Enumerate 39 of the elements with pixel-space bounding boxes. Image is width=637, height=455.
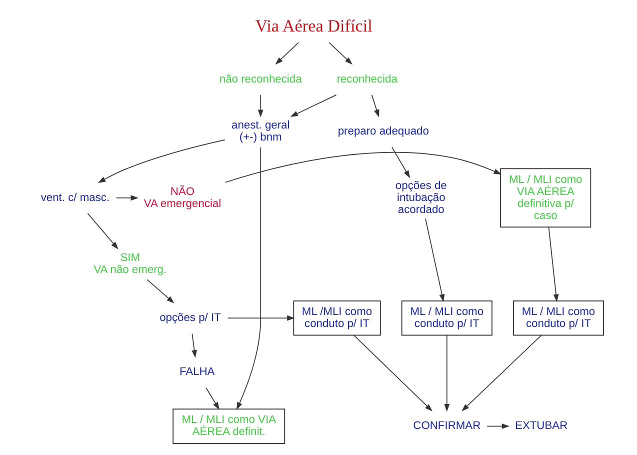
node-box: ML / MLI como conduto p/ IT [512,300,604,336]
arrow [353,334,432,412]
arrow [328,42,352,65]
node-text: Via Aérea Difícil [254,16,372,36]
arrow [274,42,298,65]
arrow [236,147,261,410]
node-text: SIM VA não emerg. [93,252,166,276]
node-box: ML /MLI como conduto p/ IT [292,300,380,336]
arrow [205,387,219,410]
arrow [191,333,197,358]
arrow [444,334,450,412]
node-text: não reconhecida [218,73,302,86]
node-text: opções de intubação acordado [394,180,446,216]
node-text: anest. geral (+-) bnm [231,120,290,144]
arrow [548,226,558,302]
arrow [370,94,379,118]
node-box: ML / MLI como VIA AÉREA definitiva p/ caso [500,168,591,228]
node-text: FALHA [178,366,214,378]
arrow [257,94,263,118]
arrow [461,334,542,412]
node-text: preparo adequado [337,126,428,138]
node-box: ML / MLI como VIA AÉREA definit. [172,408,285,444]
node-text: CONFIRMAR [412,420,480,432]
arrow [226,315,294,321]
node-text: reconhecida [336,73,397,86]
arrow [97,139,225,184]
arrow [424,218,444,302]
arrow [391,146,410,178]
node-text: NÃO VA emergencial [143,186,221,210]
node-box: ML / MLI como conduto p/ IT [400,300,492,336]
arrow [146,279,174,304]
arrow [224,152,502,183]
arrow [290,94,336,117]
node-text: vent. c/ masc. [40,192,110,204]
node-text: EXTUBAR [514,420,568,432]
arrow [115,195,138,201]
arrow [486,424,510,429]
node-text: opções p/ IT [159,312,220,324]
arrow [86,212,118,250]
